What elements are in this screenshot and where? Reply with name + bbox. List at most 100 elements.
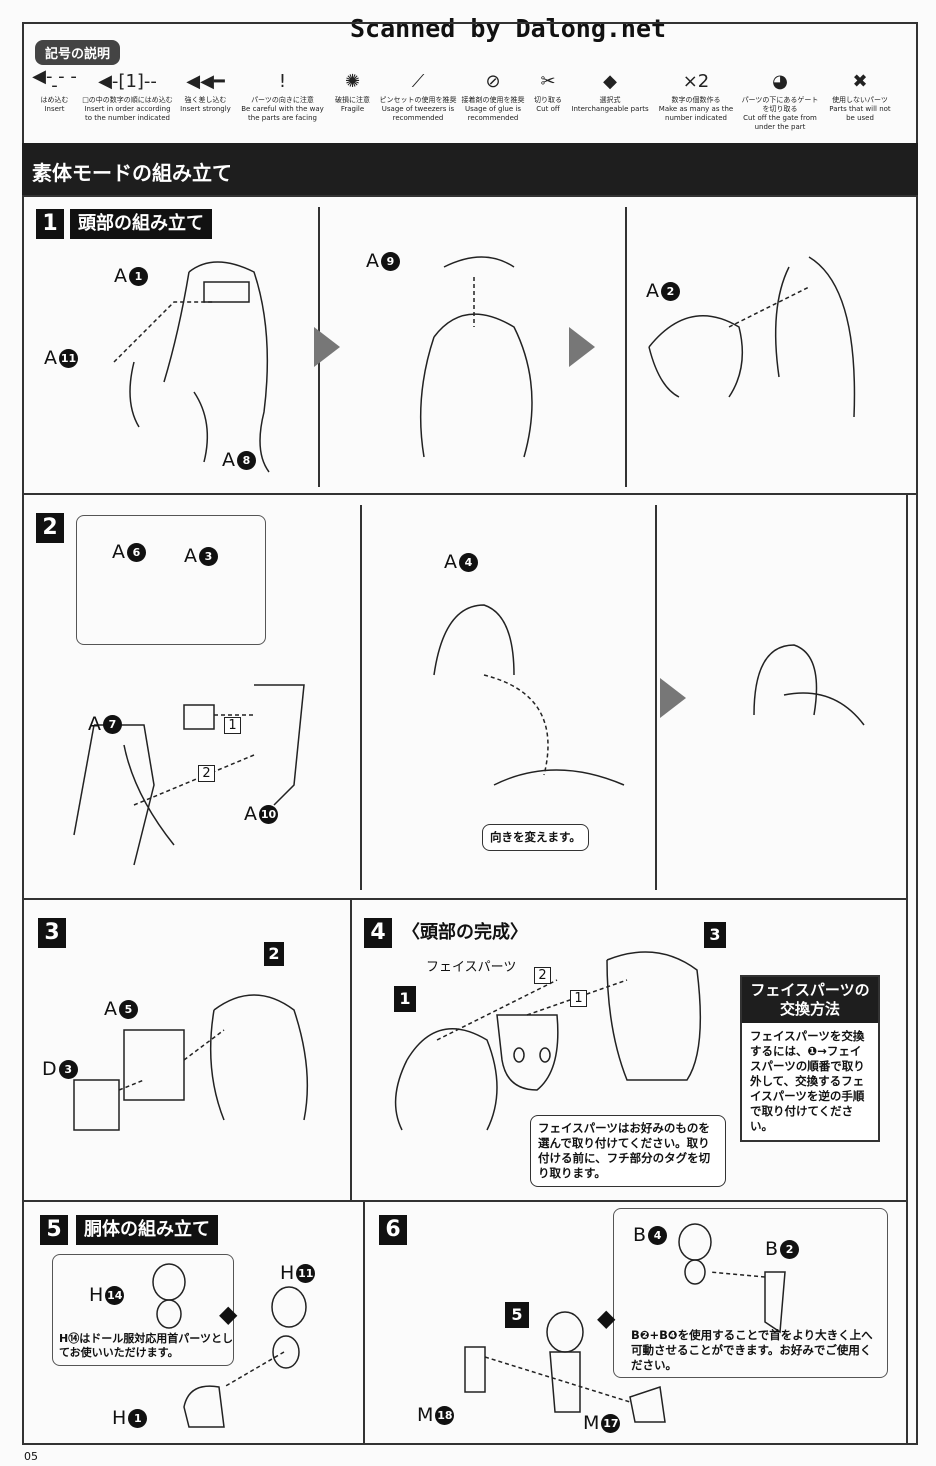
legend-jp: 数字の個数作る: [671, 96, 721, 104]
b-parts-note: B❷+B❹を使用することで首をより大きく上へ可動させることができます。お好みでご…: [631, 1328, 873, 1372]
watermark: Scanned by Dalong.net: [350, 14, 667, 43]
legend-title: 記号の説明: [35, 40, 121, 65]
not-used-icon: ✖: [852, 70, 868, 92]
head-assembled-illustration: [753, 644, 865, 726]
alt-part-box: [52, 1254, 234, 1366]
legend-jp: 破損に注意: [335, 96, 370, 104]
legend-en: Interchangeable parts: [571, 105, 649, 113]
face-frame-illustration: [73, 684, 305, 866]
times-two-icon: ×2: [682, 70, 710, 92]
face-parts-label: フェイスパーツ: [426, 960, 517, 975]
divider: [625, 207, 627, 487]
step-title: 胴体の組み立て: [76, 1215, 218, 1245]
legend-en: Make as many as the number indicated: [658, 105, 734, 122]
legend-jp: はめ込む: [40, 96, 69, 104]
legend-en: Cut off: [536, 105, 560, 113]
step-title: 〈頭部の完成〉: [402, 922, 528, 943]
interchangeable-icon: ◆: [603, 70, 617, 92]
ref-step-5: 5: [505, 1302, 529, 1328]
hair-bangs-illustration: [648, 256, 856, 418]
ref-step-1: 1: [394, 986, 416, 1012]
legend-en: Be careful with the way the parts are fa…: [241, 105, 324, 122]
step-number: 4: [364, 918, 392, 948]
step-number: 6: [379, 1215, 407, 1245]
howto-body: フェイスパーツを交換するには、❶→フェイスパーツの順番で取り外して、交換するフェ…: [750, 1029, 865, 1133]
order-marker: 2: [534, 967, 551, 984]
step-title: 頭部の組み立て: [70, 209, 212, 239]
step-number: 5: [40, 1215, 68, 1245]
orientation-note: 向きを変えます。: [482, 824, 589, 851]
fragile-icon: ✺: [344, 70, 361, 92]
legend-en: Usage of glue is recommended: [465, 105, 521, 122]
cut-off-icon: ✂: [540, 70, 556, 92]
face-swap-howto-box: フェイスパーツの交換方法 フェイスパーツを交換するには、❶→フェイスパーツの順番…: [740, 975, 880, 1142]
hair-assembled-illustration: [419, 256, 533, 458]
legend-jp: パーツの向きに注意: [251, 96, 314, 104]
insert-order-icon: ◀-[1]--: [98, 70, 157, 92]
caution-icon: !: [278, 70, 287, 92]
ref-step-2: 2: [264, 942, 284, 966]
legend-jp: 切り取る: [534, 96, 562, 104]
order-marker: 1: [224, 717, 241, 734]
ref-step-3: 3: [704, 922, 726, 948]
interchangeable-icon: ◆: [219, 1300, 238, 1328]
face-parts-note: フェイスパーツはお好みのものを選んで取り付けてください。取り付ける前に、フチ部分…: [530, 1115, 726, 1187]
legend-jp: 強く差し込む: [184, 96, 227, 104]
h14-note: H⑭はドール服対応用首パーツとしてお使いいただけます。: [59, 1332, 233, 1359]
legend-en: Parts that will not be used: [829, 105, 891, 122]
legend-jp: □の中の数字の順にはめ込む: [82, 96, 173, 104]
howto-title: フェイスパーツの交換方法: [742, 977, 878, 1023]
legend-en: Insert strongly: [180, 105, 231, 113]
neck-joint-illustration: [464, 1223, 786, 1423]
hair-back-illustration: [113, 261, 270, 473]
legend-jp: 使用しないパーツ: [832, 96, 888, 104]
divider: [360, 505, 362, 890]
insert-strongly-icon: ◀◀━: [186, 70, 225, 92]
detail-callout-box: [76, 515, 266, 645]
legend-en: Fragile: [340, 105, 365, 113]
insert-arrow-icon: ◀- - - -: [32, 66, 77, 96]
gate-cut-icon: ◕: [772, 70, 788, 92]
step-number: 1: [36, 209, 64, 239]
legend-jp: 接着剤の使用を推奨: [461, 96, 525, 104]
legend-jp: 選択式: [599, 96, 621, 104]
order-marker: 1: [570, 990, 587, 1007]
tweezers-icon: ⟋: [411, 70, 425, 92]
step-number: 2: [36, 513, 64, 543]
next-arrow-icon: [660, 678, 686, 718]
legend-jp: パーツの下にあるゲートを切り取る: [741, 96, 819, 113]
legend-en: Insert in order according to the number …: [84, 105, 171, 122]
head-complete-illustration: [394, 951, 702, 1131]
step-number: 3: [38, 918, 66, 948]
